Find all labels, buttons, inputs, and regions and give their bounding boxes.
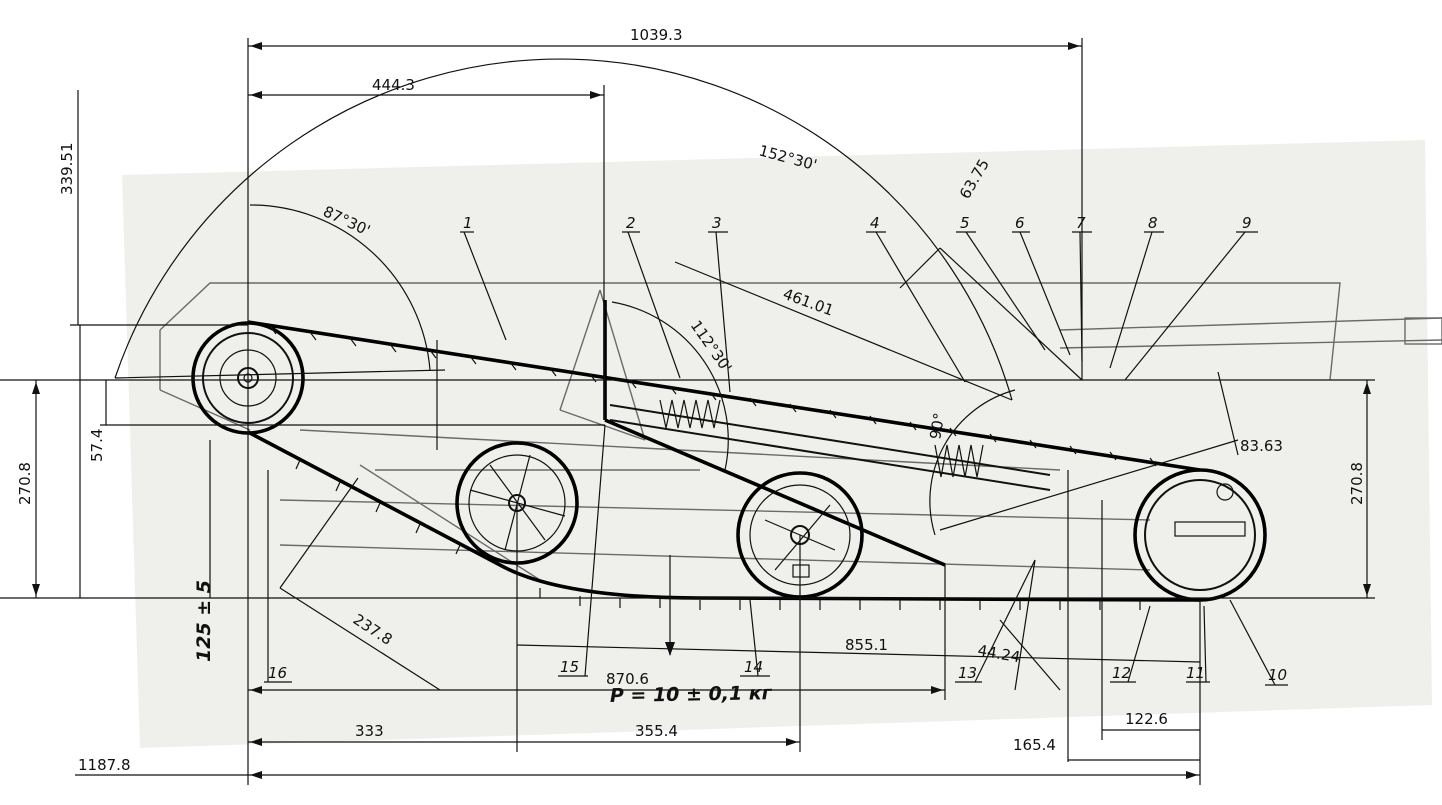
- callout-15: 15: [560, 658, 579, 676]
- dim-top-span: 444.3: [372, 76, 415, 94]
- dim-wheel-span-left: 333: [355, 722, 384, 740]
- callout-3: 3: [712, 214, 722, 232]
- dim-base-span: 870.6: [606, 670, 649, 688]
- dim-wheel-span-mid: 355.4: [635, 722, 678, 740]
- callout-14: 14: [744, 658, 763, 676]
- callout-4: 4: [870, 214, 880, 232]
- callout-12: 12: [1112, 664, 1131, 682]
- arrowheads: [32, 42, 1371, 779]
- callout-16: 16: [268, 664, 287, 682]
- dim-left-height: 339.51: [58, 143, 76, 196]
- dim-offset-small: 57.4: [88, 429, 106, 462]
- callout-2: 2: [626, 214, 636, 232]
- callout-7: 7: [1076, 214, 1086, 232]
- callout-11: 11: [1186, 664, 1205, 682]
- dim-right-offset: 83.63: [1240, 437, 1283, 455]
- frame-structure: [159, 282, 1442, 581]
- dim-clearance: 125 ± 5: [193, 580, 215, 662]
- dim-overall-width: 1039.3: [630, 26, 683, 44]
- paper-sheet: [122, 140, 1432, 748]
- load-label: P = 10 ± 0,1 кг: [610, 682, 773, 707]
- callout-1: 1: [463, 214, 473, 232]
- callout-9: 9: [1242, 214, 1252, 232]
- callout-5: 5: [960, 214, 970, 232]
- dim-height-right: 270.8: [1348, 462, 1366, 505]
- idler-wheel: [1144, 479, 1256, 591]
- dim-right-span-b: 165.4: [1013, 736, 1056, 754]
- callout-10: 10: [1268, 666, 1287, 684]
- callout-6: 6: [1015, 214, 1025, 232]
- callout-13: 13: [958, 664, 977, 682]
- spring-assembly: [609, 399, 1051, 491]
- callouts: 1 2 3 4 5 6 7 8 9 10 11 12: [264, 214, 1288, 686]
- dim-right-span-a: 122.6: [1125, 710, 1168, 728]
- dim-total-length: 1187.8: [78, 756, 131, 774]
- dim-wheel-span-long: 855.1: [845, 636, 888, 654]
- dimension-lines: [0, 38, 1375, 785]
- angle-right: 90°: [926, 411, 948, 440]
- dim-height-left: 270.8: [16, 462, 34, 505]
- callout-8: 8: [1148, 214, 1158, 232]
